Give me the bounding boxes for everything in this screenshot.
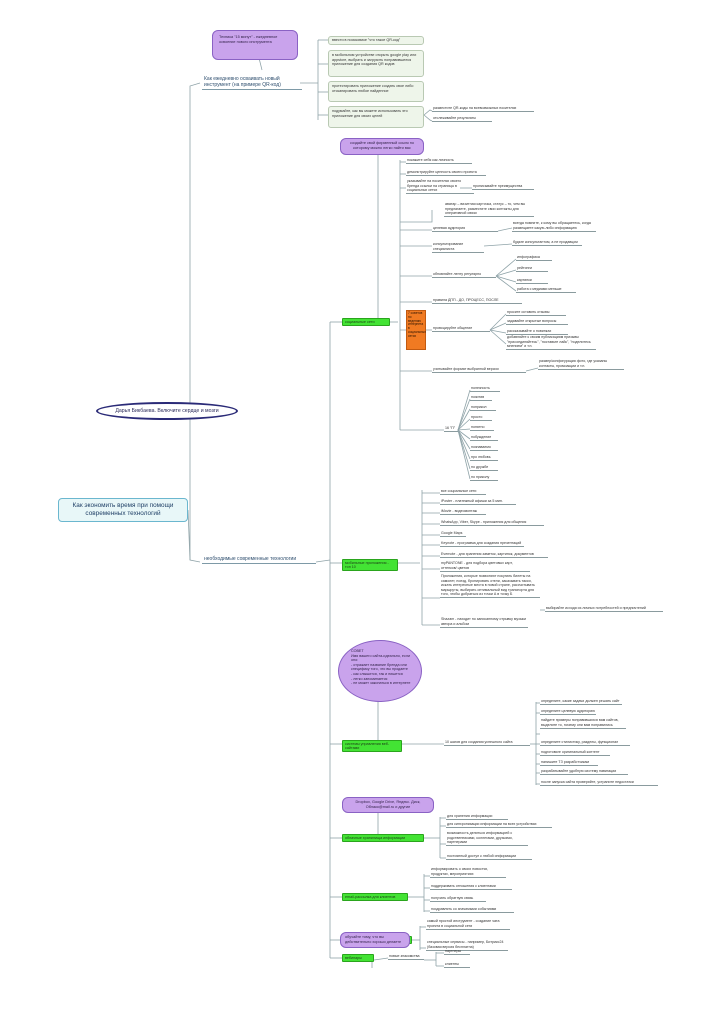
social-feed-4[interactable]: работа с медиами меньше <box>516 287 576 294</box>
p16-item-6[interactable]: побуждение <box>470 435 498 442</box>
sites-step-2[interactable]: определите целевую аудиторию <box>540 709 596 716</box>
email-item-2[interactable]: поддерживать отношения с клиентами <box>430 884 512 891</box>
qr-sub-2[interactable]: отслеживайте результаты <box>432 116 492 123</box>
p16-item-9[interactable]: по дружбе <box>470 465 498 472</box>
social-note[interactable]: 7 советов по ведению интернета в социаль… <box>406 310 426 350</box>
apps-sub[interactable]: выбирайте исходя из личных потребностей … <box>545 606 663 613</box>
apps-label[interactable]: мобильные приложения - топ 10 <box>342 559 398 572</box>
p16-item-3[interactable]: поприкол <box>470 405 496 412</box>
social-item-1[interactable]: покажите себя как личность <box>406 158 472 165</box>
webinar-sub-label[interactable]: новые знакомства <box>388 954 424 961</box>
p16-item-8[interactable]: про любовь <box>470 455 498 462</box>
social-item-9[interactable]: провоцируйте общение <box>432 326 490 333</box>
apps-item-5[interactable]: Google Maps <box>440 531 466 538</box>
cloud-item-1[interactable]: для хранения информации <box>446 814 508 821</box>
social-sub-audience[interactable]: всегда помните, к кому вы обращаетесь, к… <box>512 221 596 232</box>
cloud-label[interactable]: облачные хранилища информации <box>342 834 424 842</box>
social-item-8[interactable]: правила ДПП - ДО, ПРОЦЕСС, ПОСЛЕ <box>432 298 522 305</box>
p16-item-1[interactable]: полезность <box>470 386 500 393</box>
sites-step-4[interactable]: определите стилистику, разделы, функцион… <box>540 740 630 747</box>
apps-item-4[interactable]: WhatsApp, Viber, Skype - приложения для … <box>440 520 544 527</box>
p16-item-2[interactable]: позитив <box>470 395 492 402</box>
apps-item-6[interactable]: Keynote - программа для создания презент… <box>440 541 524 548</box>
social-talk-2[interactable]: задавайте открытые вопросы <box>506 319 568 326</box>
email-item-4[interactable]: поздравлять со значимыми событиями <box>430 907 514 914</box>
apps-item-1[interactable]: все социальные сети <box>440 489 486 496</box>
webinar-label[interactable]: вебинары <box>342 954 374 962</box>
author-oval[interactable]: Дарья Бикбаева. Включите сердце и мозги <box>96 402 238 420</box>
social-item-2[interactable]: демонстрируйте ценность своего проекта <box>406 170 486 177</box>
webinar-bubble[interactable]: обучайте тому, что вы действительно хоро… <box>340 932 410 948</box>
qr-branch[interactable]: Как ежедневно осваивать новый инструмент… <box>202 76 302 90</box>
sites-step-1[interactable]: определите, какие задачи должен решать с… <box>540 699 622 706</box>
social-talk-4[interactable]: добавляйте к своим публикациям призывы "… <box>506 335 596 351</box>
online-item-2[interactable]: специальные сервисы - например, Битрикс2… <box>426 940 508 951</box>
central-topic[interactable]: Как экономить время при помощи современн… <box>58 498 188 522</box>
email-item-1[interactable]: информировать о своих новостях, продукта… <box>430 867 506 878</box>
social-item-10[interactable]: учитывайте формат выбранной версии <box>432 367 526 374</box>
social-feed-2[interactable]: рейтинги <box>516 266 548 273</box>
qr-item-3[interactable]: протестировать приложение создать свое л… <box>328 81 424 102</box>
qr-item-4[interactable]: подумайте, как вы можете использовать эт… <box>328 106 424 128</box>
online-item-1[interactable]: самый простой инструмент - создание чата… <box>426 919 510 930</box>
p16-item-7[interactable]: познаваемо <box>470 445 498 452</box>
social-item-5[interactable]: целевая аудитория <box>432 226 498 233</box>
webinar-item-1[interactable]: партнеры <box>444 949 470 956</box>
social-bubble[interactable]: создайте свой фирменный ссылк по котором… <box>340 138 424 155</box>
email-label[interactable]: email-рассылка для клиентов <box>342 893 408 901</box>
social-item-7[interactable]: обновляйте ленту регулярно <box>432 272 496 279</box>
sites-steps-label[interactable]: 10 шагов для создания успешного сайта <box>444 740 530 747</box>
cloud-bubble[interactable]: Dropbox, Google Drive, Яндекс. Диск, Обл… <box>342 797 434 813</box>
social-sub-links[interactable]: прописывайте преимущества <box>472 184 534 191</box>
qr-item-2[interactable]: в мобильном устройстве открыть google pl… <box>328 50 424 77</box>
social-sub-consult[interactable]: будьте консультантом, а не продавцом <box>512 240 582 247</box>
apps-item-3[interactable]: iMovie - видеомонтаж <box>440 509 486 516</box>
sites-step-7[interactable]: разрабатывайте удобную систему навигации <box>540 769 628 776</box>
qr-item-1[interactable]: ввести в поисковике "что такое QR-код" <box>328 36 424 45</box>
apps-item-7[interactable]: Evernote - для хранения заметок, картино… <box>440 552 548 559</box>
apps-item-2[interactable]: iPoster - платежный афиши за 5 мин. <box>440 499 516 506</box>
p16-item-10[interactable]: по приколу <box>470 475 498 482</box>
social-item-3[interactable]: указывайте на носителях своего бренда сс… <box>406 179 474 195</box>
email-item-3[interactable]: получать обратную связь <box>430 896 486 903</box>
p16-item-5[interactable]: понятно <box>470 425 494 432</box>
p16-item-4[interactable]: просто <box>470 415 492 422</box>
cloud-item-2[interactable]: для синхронизации информации на всех уст… <box>446 822 552 829</box>
tech-branch[interactable]: необходимые современные технологии <box>202 556 316 564</box>
sites-label[interactable]: системы управления веб-сайтами <box>342 740 402 753</box>
social-feed-3[interactable]: картинки <box>516 278 548 285</box>
social-item-4[interactable]: аватар – визитная карточка, статус – то,… <box>444 202 534 218</box>
sites-step-5[interactable]: подготовьте оригинальный контент <box>540 750 610 757</box>
cloud-item-3[interactable]: возможность делиться информацией с родст… <box>446 831 528 847</box>
cloud-item-4[interactable]: постоянный доступ к любой информации <box>446 854 532 861</box>
apps-item-9[interactable]: Приложения, которые позволяют покупать б… <box>440 574 540 599</box>
sites-step-8[interactable]: после запуска сайта проверяйте, устранит… <box>540 780 658 787</box>
social-talk-3[interactable]: рассказывайте о новинках <box>506 329 568 336</box>
social-item-11[interactable]: 16 "П" <box>444 426 458 433</box>
social-feed-1[interactable]: инфографика <box>516 255 552 262</box>
social-label[interactable]: социальные сети <box>342 318 390 326</box>
social-sub-format[interactable]: размер/конфигурация фото, где указаны ко… <box>538 359 624 370</box>
webinar-item-2[interactable]: клиенты <box>444 962 470 969</box>
qr-sub-1[interactable]: разместите QR-коды на всевозможных носит… <box>432 106 534 113</box>
sites-step-6[interactable]: напишите ТЗ разработчикам <box>540 760 598 767</box>
apps-item-8[interactable]: myPANTONE - для подбора цветовых карт, о… <box>440 561 530 572</box>
social-talk-1[interactable]: просите оставить отзывы <box>506 310 566 317</box>
sites-step-3[interactable]: найдите примеры понравившихся вам сайтов… <box>540 718 626 729</box>
qr-bubble[interactable]: Техника "15 минут" - ежедневное освоение… <box>212 30 298 60</box>
apps-item-10[interactable]: Shazam - находит по записанному отрывку … <box>440 617 528 628</box>
social-item-6[interactable]: консультирование специалиста <box>432 242 484 253</box>
sites-blob[interactable]: СОВЕТ Имя вашего сайта-идеально, если он… <box>338 640 422 702</box>
